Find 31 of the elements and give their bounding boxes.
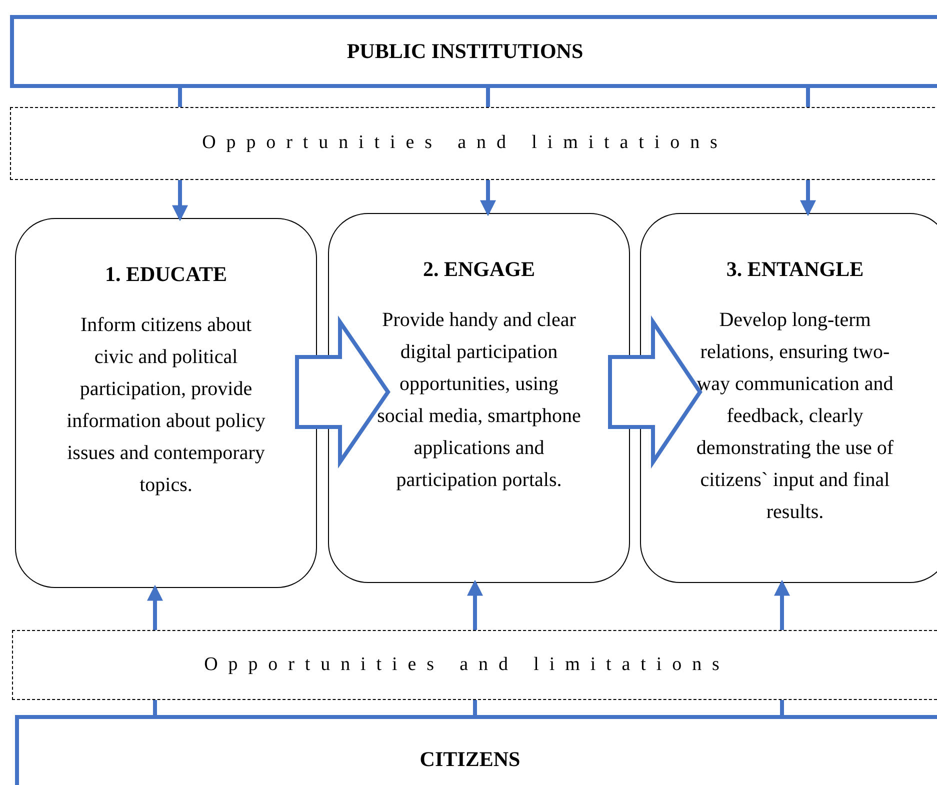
dashed-band: [10, 107, 937, 180]
connector-line: [780, 700, 784, 715]
stage-card: [15, 218, 317, 588]
stage-description: Provide handy and clear digital participation opportunities, using social media, smartphone applications and participation portals.: [376, 308, 582, 492]
stage-card: [640, 213, 937, 583]
connector-line: [806, 88, 810, 107]
block-arrow: [608, 315, 702, 469]
connector-line: [178, 88, 182, 107]
stage-card: [328, 213, 630, 583]
connector-line: [473, 700, 477, 715]
connector-line: [486, 88, 490, 107]
arrow: [800, 180, 816, 216]
arrow: [172, 180, 188, 222]
arrow: [147, 584, 163, 630]
stage-description: Develop long-term relations, ensuring two-way communication and feedback, clearly demonstrating the use of citizens` input and final results.: [695, 308, 895, 524]
stage-description: Inform citizens about civic and political participation, provide information about policy issues and contemporary topics.: [66, 312, 266, 498]
connector-line: [153, 700, 157, 715]
stage-title: 2. ENGAGE: [422, 256, 535, 283]
band-label: Opportunities and limitations: [204, 652, 730, 677]
stage-title: 1. EDUCATE: [104, 261, 228, 288]
group-bar: [15, 715, 937, 785]
stage-title: 3. ENTANGLE: [726, 256, 864, 283]
arrow: [467, 580, 483, 630]
group-title: CITIZENS: [420, 746, 520, 774]
arrow: [774, 580, 790, 630]
block-arrow: [295, 316, 390, 468]
group-title: PUBLIC INSTITUTIONS: [346, 38, 584, 65]
arrow: [480, 180, 496, 216]
group-bar: [10, 15, 937, 88]
band-label: Opportunities and limitations: [202, 131, 728, 156]
dashed-band: [12, 630, 937, 700]
